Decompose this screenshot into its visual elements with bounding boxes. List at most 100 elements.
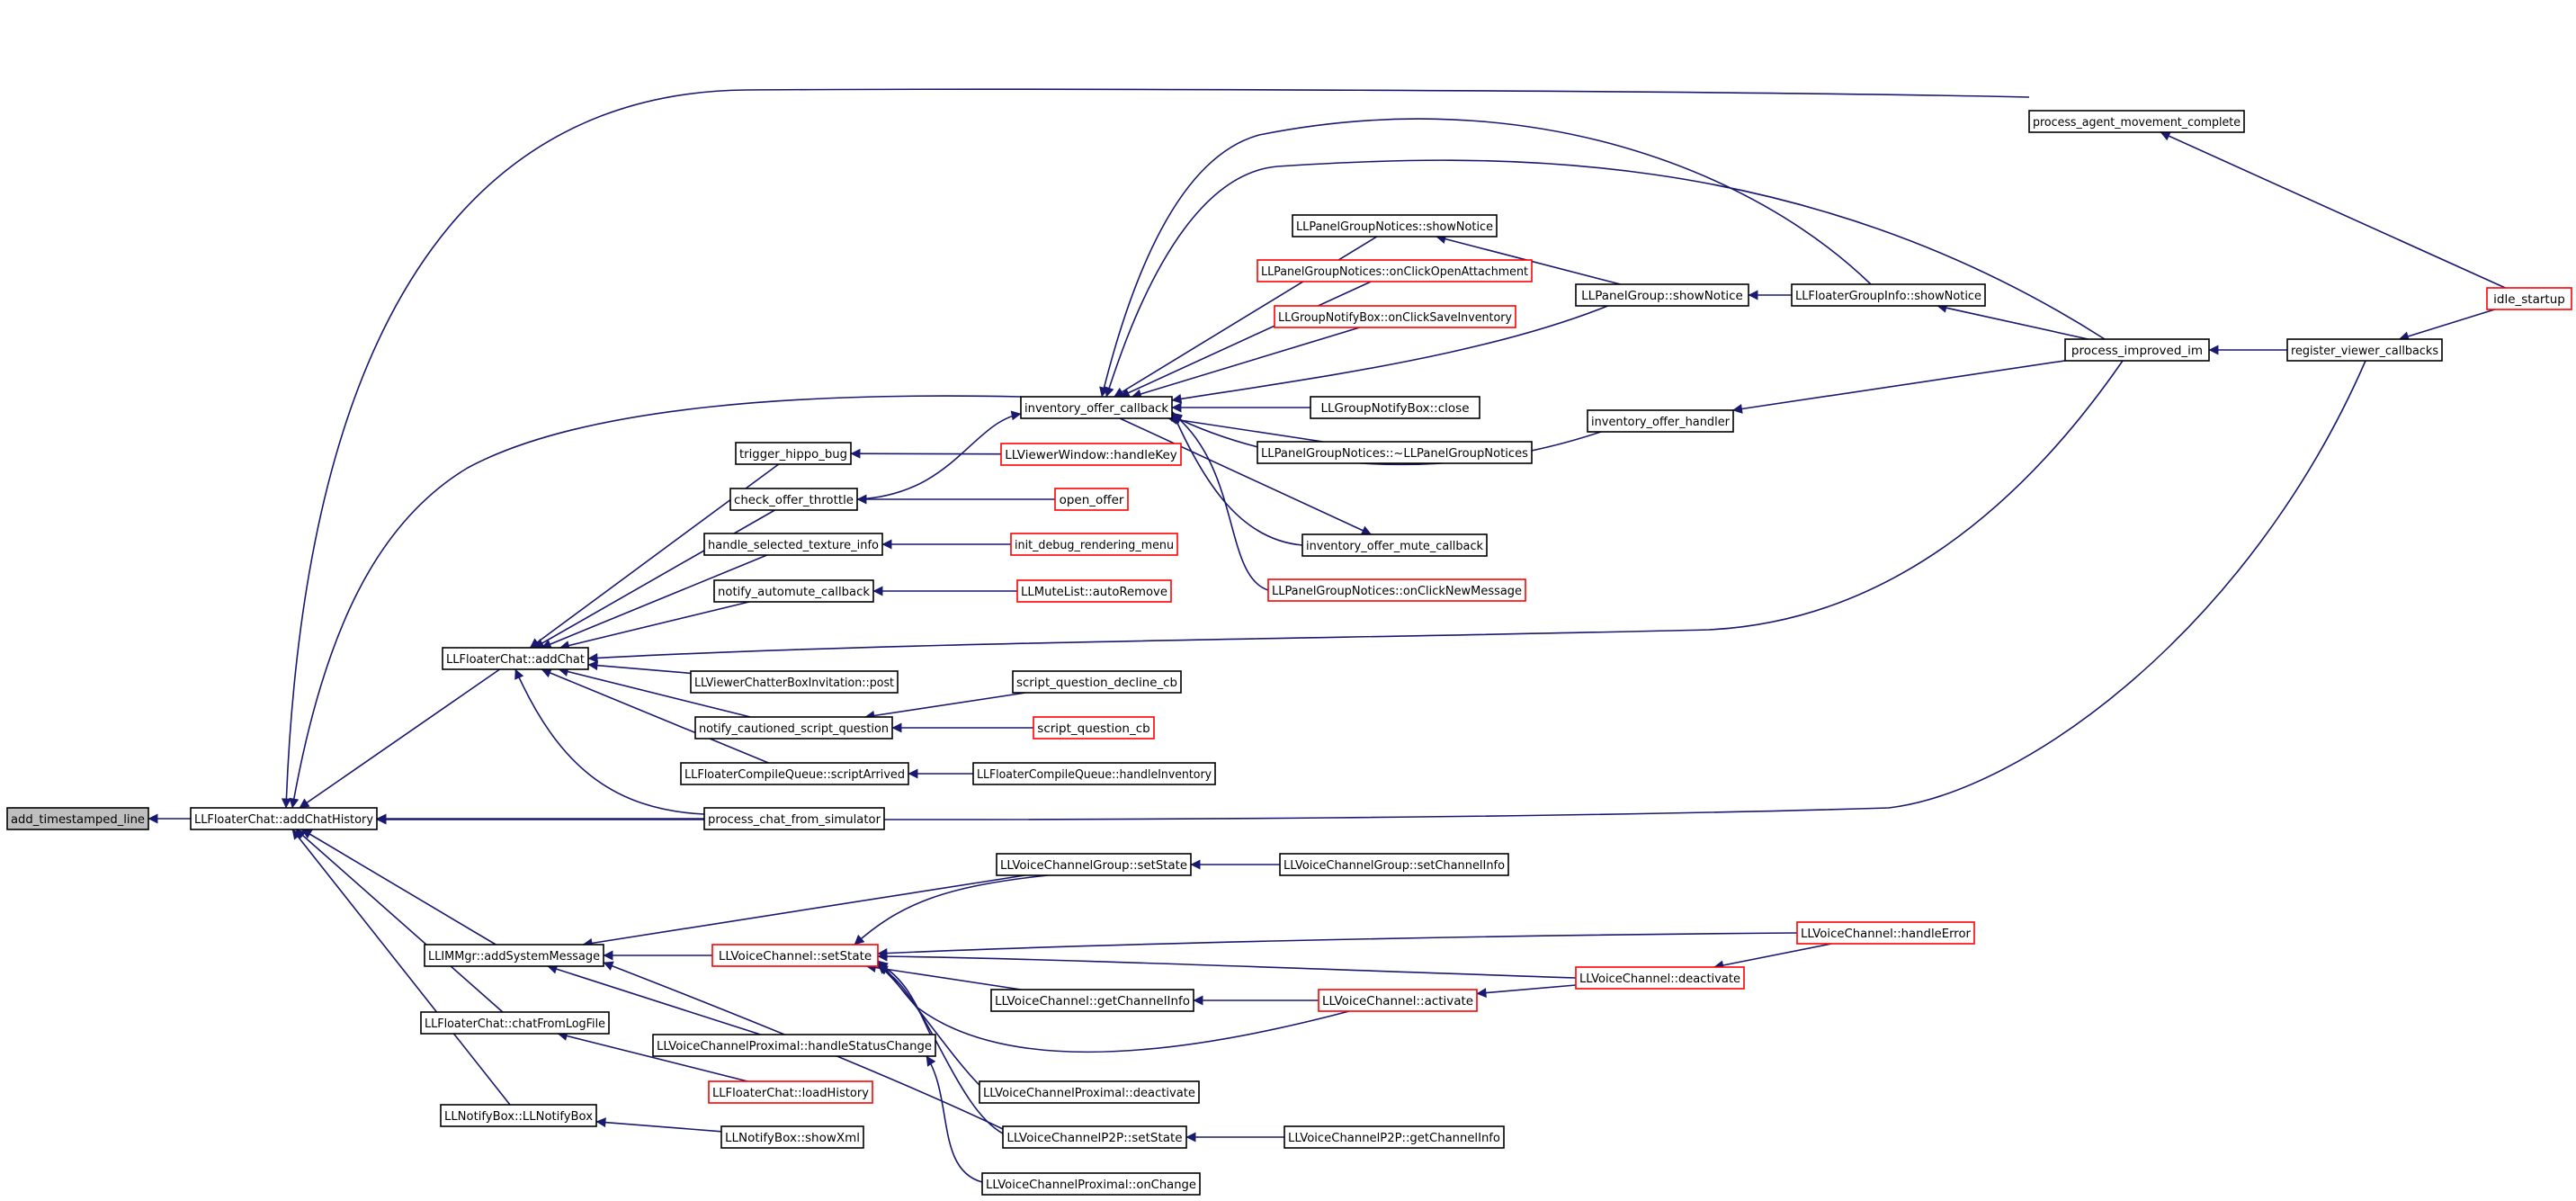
node-box[interactable] (711, 944, 879, 967)
node-scriptArrived[interactable]: LLFloaterCompileQueue::scriptArrived (680, 762, 909, 785)
node-loadHistory[interactable]: LLFloaterChat::loadHistory (708, 1080, 873, 1104)
node-VoiceChannelGroup_setState[interactable]: LLVoiceChannelGroup::setState (996, 853, 1192, 876)
node-box[interactable] (1054, 488, 1129, 511)
node-box[interactable] (1575, 966, 1745, 990)
node-box[interactable] (1279, 853, 1509, 876)
node-box[interactable] (652, 1034, 936, 1057)
node-notify_automute_callback[interactable]: notify_automute_callback (713, 579, 874, 603)
node-VoiceChannel_getChannelInfo[interactable]: LLVoiceChannel::getChannelInfo (990, 989, 1194, 1012)
node-box[interactable] (720, 1125, 864, 1149)
node-register_viewer_callbacks[interactable]: register_viewer_callbacks (2286, 338, 2443, 362)
node-box[interactable] (2028, 110, 2245, 133)
node-handleInventory[interactable]: LLFloaterCompileQueue::handleInventory (972, 762, 1216, 785)
node-VoiceChannel_setState[interactable]: LLVoiceChannel::setState (711, 944, 879, 967)
node-box[interactable] (1257, 259, 1533, 282)
node-VoiceChannel_activate[interactable]: LLVoiceChannel::activate (1318, 989, 1478, 1012)
node-box[interactable] (1033, 716, 1155, 739)
node-inventory_offer_callback[interactable]: inventory_offer_callback (1020, 396, 1173, 419)
node-chatFromLogFile[interactable]: LLFloaterChat::chatFromLogFile (420, 1011, 610, 1035)
node-box[interactable] (981, 1172, 1201, 1196)
node-script_question_decline_cb[interactable]: script_question_decline_cb (1012, 670, 1182, 694)
node-box[interactable] (1002, 1125, 1187, 1149)
node-box[interactable] (1016, 579, 1172, 603)
node-box[interactable] (990, 989, 1194, 1012)
node-PanelGroupNotices_dtor[interactable]: LLPanelGroupNotices::~LLPanelGroupNotice… (1257, 441, 1533, 464)
node-init_debug_rendering_menu[interactable]: init_debug_rendering_menu (1010, 533, 1178, 556)
node-P2P_setState[interactable]: LLVoiceChannelP2P::setState (1002, 1125, 1187, 1149)
node-box[interactable] (729, 488, 858, 511)
node-onClickOpenAttachment[interactable]: LLPanelGroupNotices::onClickOpenAttachme… (1257, 259, 1533, 282)
node-ChatterBoxInvitation_post[interactable]: LLViewerChatterBoxInvitation::post (690, 670, 899, 694)
node-box[interactable] (2286, 338, 2443, 362)
node-box[interactable] (440, 1104, 597, 1127)
node-box[interactable] (735, 442, 852, 465)
node-box[interactable] (703, 533, 883, 556)
node-VoiceChannel_deactivate[interactable]: LLVoiceChannel::deactivate (1575, 966, 1745, 990)
node-box[interactable] (1791, 283, 1986, 307)
node-box[interactable] (694, 716, 893, 739)
node-box[interactable] (1000, 443, 1182, 466)
node-PanelGroup_showNotice[interactable]: LLPanelGroup::showNotice (1575, 283, 1749, 307)
node-FloaterGroupInfo_showNotice[interactable]: LLFloaterGroupInfo::showNotice (1791, 283, 1986, 307)
node-box[interactable] (1587, 409, 1734, 433)
node-addChatHistory[interactable]: LLFloaterChat::addChatHistory (190, 807, 378, 830)
node-box[interactable] (1796, 921, 1975, 945)
node-handleKey[interactable]: LLViewerWindow::handleKey (1000, 443, 1182, 466)
node-LLNotifyBox[interactable]: LLNotifyBox::LLNotifyBox (440, 1104, 597, 1127)
node-box[interactable] (979, 1080, 1200, 1104)
node-PanelGroupNotices_showNotice[interactable]: LLPanelGroupNotices::showNotice (1292, 214, 1498, 238)
node-box[interactable] (1284, 1125, 1505, 1149)
node-handleStatusChange[interactable]: LLVoiceChannelProximal::handleStatusChan… (652, 1034, 936, 1057)
node-handle_selected_texture_info[interactable]: handle_selected_texture_info (703, 533, 883, 556)
node-showXml[interactable]: LLNotifyBox::showXml (720, 1125, 864, 1149)
node-box[interactable] (996, 853, 1192, 876)
node-inventory_offer_handler[interactable]: inventory_offer_handler (1587, 409, 1734, 433)
node-box[interactable] (424, 944, 604, 967)
node-box[interactable] (2064, 338, 2210, 362)
node-Proximal_deactivate[interactable]: LLVoiceChannelProximal::deactivate (979, 1080, 1200, 1104)
node-box[interactable] (690, 670, 899, 694)
node-trigger_hippo_bug[interactable]: trigger_hippo_bug (735, 442, 852, 465)
node-process_chat_from_simulator[interactable]: process_chat_from_simulator (703, 807, 885, 830)
node-open_offer[interactable]: open_offer (1054, 488, 1129, 511)
node-box[interactable] (708, 1080, 873, 1104)
node-GroupNotifyBox_close[interactable]: LLGroupNotifyBox::close (1310, 396, 1480, 419)
node-VoiceChannelGroup_setChannelInfo[interactable]: LLVoiceChannelGroup::setChannelInfo (1279, 853, 1509, 876)
node-box[interactable] (1267, 578, 1526, 602)
node-P2P_getChannelInfo[interactable]: LLVoiceChannelP2P::getChannelInfo (1284, 1125, 1505, 1149)
node-add_timestamped_line[interactable]: add_timestamped_line (6, 807, 149, 830)
node-process_agent_movement_complete[interactable]: process_agent_movement_complete (2028, 110, 2245, 133)
node-box[interactable] (2486, 287, 2572, 310)
node-Proximal_onChange[interactable]: LLVoiceChannelProximal::onChange (981, 1172, 1201, 1196)
node-box[interactable] (1020, 396, 1173, 419)
node-inventory_offer_mute_callback[interactable]: inventory_offer_mute_callback (1301, 533, 1488, 557)
node-box[interactable] (420, 1011, 610, 1035)
node-box[interactable] (1257, 441, 1533, 464)
node-idle_startup[interactable]: idle_startup (2486, 287, 2572, 310)
node-box[interactable] (1274, 305, 1516, 328)
node-box[interactable] (6, 807, 149, 830)
node-box[interactable] (442, 647, 589, 670)
node-autoRemove[interactable]: LLMuteList::autoRemove (1016, 579, 1172, 603)
node-box[interactable] (1012, 670, 1182, 694)
node-box[interactable] (1010, 533, 1178, 556)
node-box[interactable] (190, 807, 378, 830)
node-box[interactable] (1318, 989, 1478, 1012)
node-check_offer_throttle[interactable]: check_offer_throttle (729, 488, 858, 511)
node-VoiceChannel_handleError[interactable]: LLVoiceChannel::handleError (1796, 921, 1975, 945)
node-box[interactable] (713, 579, 874, 603)
node-addChat[interactable]: LLFloaterChat::addChat (442, 647, 589, 670)
node-box[interactable] (1575, 283, 1749, 307)
node-box[interactable] (703, 807, 885, 830)
node-process_improved_im[interactable]: process_improved_im (2064, 338, 2210, 362)
node-box[interactable] (680, 762, 909, 785)
node-addSystemMessage[interactable]: LLIMMgr::addSystemMessage (424, 944, 604, 967)
node-onClickNewMessage[interactable]: LLPanelGroupNotices::onClickNewMessage (1267, 578, 1526, 602)
node-script_question_cb[interactable]: script_question_cb (1033, 716, 1155, 739)
node-box[interactable] (972, 762, 1216, 785)
node-box[interactable] (1310, 396, 1480, 419)
node-notify_cautioned_script_question[interactable]: notify_cautioned_script_question (694, 716, 893, 739)
node-box[interactable] (1292, 214, 1498, 238)
node-onClickSaveInventory[interactable]: LLGroupNotifyBox::onClickSaveInventory (1274, 305, 1516, 328)
node-box[interactable] (1301, 533, 1488, 557)
